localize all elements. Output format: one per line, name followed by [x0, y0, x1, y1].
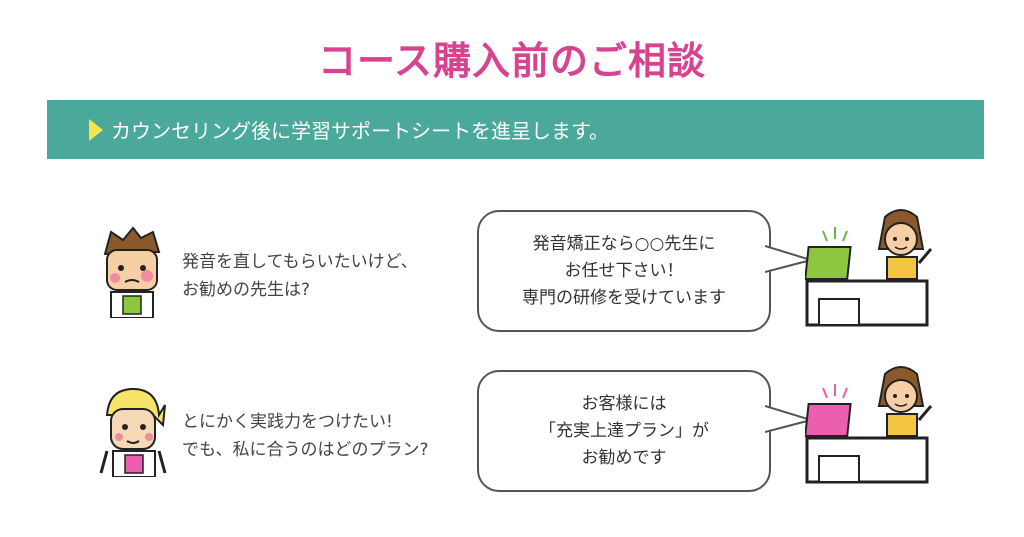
info-banner: カウンセリング後に学習サポートシートを進呈します。 [47, 100, 984, 159]
blonde-woman-icon [99, 387, 167, 477]
question-text: とにかく実践力をつけたい! でも、私に合うのはどのプラン? [182, 412, 429, 460]
page-title: コース購入前のご相談 [317, 39, 707, 83]
arrow-icon [89, 118, 103, 141]
operator-icon [805, 366, 933, 484]
question-text: 発音を直してもらいたいけど、 お勧めの先生は? [182, 252, 418, 300]
worried-man-icon [103, 226, 161, 318]
banner-text: カウンセリング後に学習サポートシートを進呈します。 [111, 119, 609, 143]
speech-bubble: 発音矯正なら○○先生に お任せ下さい！ 専門の研修を受けています [477, 210, 771, 332]
speech-bubble: お客様には 「充実上達プラン」が お勧めです [477, 370, 771, 492]
operator-icon [805, 209, 933, 327]
